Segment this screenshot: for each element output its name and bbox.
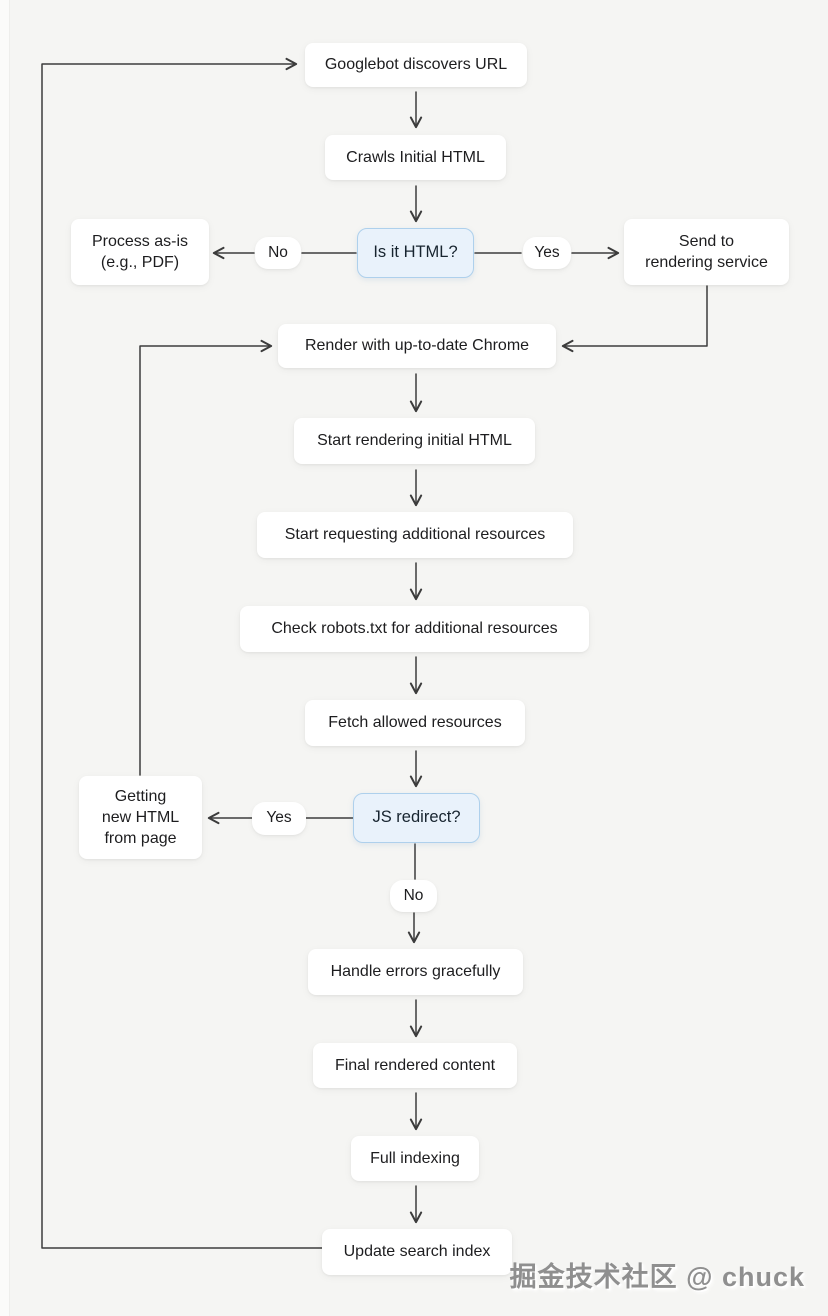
node-fetch-allowed-resources: Fetch allowed resources — [305, 700, 525, 746]
node-googlebot-discovers-url: Googlebot discovers URL — [305, 43, 527, 87]
node-getting-new-html-from-page: Getting new HTML from page — [79, 776, 202, 859]
node-full-indexing: Full indexing — [351, 1136, 479, 1181]
node-final-rendered-content: Final rendered content — [313, 1043, 517, 1088]
node-update-search-index: Update search index — [322, 1229, 512, 1275]
label-no-js-redirect: No — [390, 880, 437, 912]
node-check-robots-txt: Check robots.txt for additional resource… — [240, 606, 589, 652]
node-start-requesting-additional-resources: Start requesting additional resources — [257, 512, 573, 558]
label-no-is-it-html: No — [255, 237, 301, 269]
edge-gettingnewhtml-to-render — [139, 339, 273, 776]
edge-send-to-render — [561, 285, 708, 353]
node-process-as-is: Process as-is (e.g., PDF) — [71, 219, 209, 285]
node-js-redirect: JS redirect? — [353, 793, 480, 843]
page-left-edge — [0, 0, 10, 1316]
label-yes-is-it-html: Yes — [523, 237, 571, 269]
node-render-with-up-to-date-chrome: Render with up-to-date Chrome — [278, 324, 556, 368]
label-yes-js-redirect: Yes — [252, 802, 306, 835]
node-crawls-initial-html: Crawls Initial HTML — [325, 135, 506, 180]
watermark: 掘金技术社区 @ chuck — [509, 1262, 805, 1292]
node-is-it-html: Is it HTML? — [357, 228, 474, 278]
node-start-rendering-initial-html: Start rendering initial HTML — [294, 418, 535, 464]
node-handle-errors-gracefully: Handle errors gracefully — [308, 949, 523, 995]
node-send-to-rendering-service: Send to rendering service — [624, 219, 789, 285]
